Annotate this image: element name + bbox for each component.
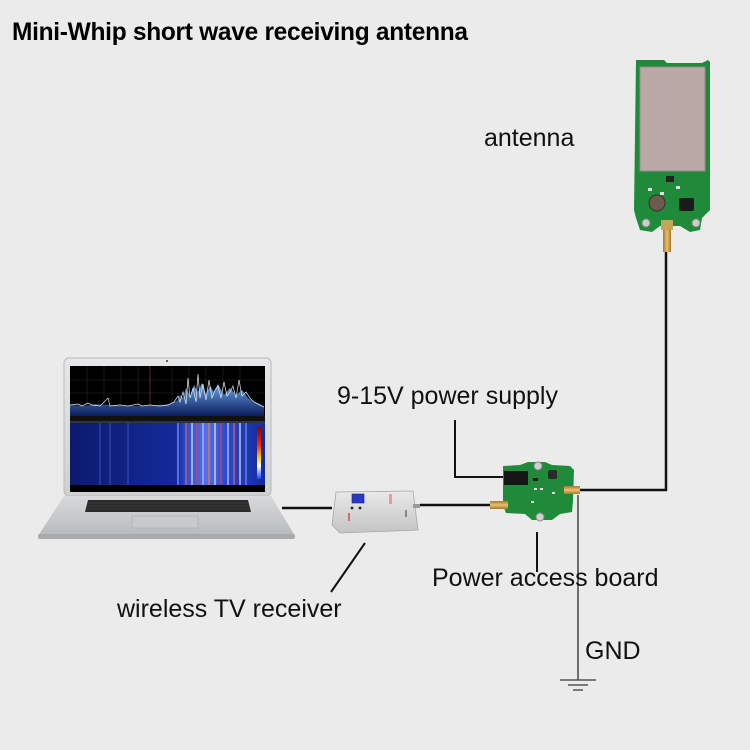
- antenna-plate: [639, 66, 706, 172]
- diagram-title: Mini-Whip short wave receiving antenna: [12, 18, 468, 46]
- power-supply-label: 9-15V power supply: [337, 382, 558, 410]
- wires: [282, 252, 668, 680]
- board-sma-right: [564, 486, 580, 494]
- laptop: [38, 357, 295, 539]
- receiver-display: [351, 493, 365, 504]
- power-board-label: Power access board: [432, 564, 659, 592]
- dc-power-jack: [504, 471, 528, 485]
- antenna-pcb: [634, 60, 710, 252]
- gnd-label: GND: [585, 637, 641, 665]
- antenna-cable: [580, 252, 668, 492]
- spectrum-display: [69, 366, 265, 423]
- power-supply-leader: [454, 420, 505, 478]
- power-access-board: [490, 461, 580, 522]
- board-sma-left: [490, 501, 508, 509]
- antenna-label: antenna: [484, 124, 575, 152]
- antenna-sma-connector: [663, 230, 671, 252]
- wireless-tv-receiver: [331, 490, 420, 534]
- ground-symbol-icon: [560, 679, 596, 691]
- tv-receiver-label: wireless TV receiver: [117, 595, 342, 623]
- waterfall-display: [70, 423, 265, 485]
- receiver-leader: [330, 542, 366, 593]
- laptop-trackpad: [131, 515, 199, 529]
